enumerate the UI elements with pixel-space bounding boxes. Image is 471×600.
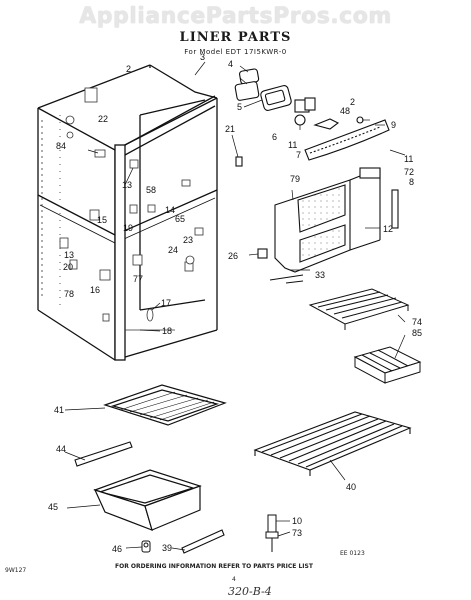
callout-2a: 2 <box>126 64 131 74</box>
footer-ordering-note: FOR ORDERING INFORMATION REFER TO PARTS … <box>115 563 313 570</box>
glass-shelf <box>103 384 227 426</box>
callout-4: 4 <box>228 59 233 69</box>
callout-85: 85 <box>412 328 422 338</box>
callout-19: 19 <box>123 223 133 233</box>
callout-leader-lines <box>64 61 406 551</box>
footer-left-code: 9W127 <box>5 567 27 574</box>
callout-45: 45 <box>48 502 58 512</box>
callout-44: 44 <box>56 444 66 454</box>
callout-16: 16 <box>90 285 100 295</box>
callout-20: 20 <box>63 262 73 272</box>
callout-9: 9 <box>391 120 396 130</box>
callout-73: 73 <box>292 528 302 538</box>
callout-72: 72 <box>404 167 414 177</box>
light-housing-assembly <box>234 68 390 167</box>
callout-2b: 2 <box>350 97 355 107</box>
diagram-title: LINER PARTS <box>179 30 292 45</box>
callout-11a: 11 <box>288 140 297 150</box>
callout-12: 12 <box>383 224 393 234</box>
refrigerator-wire-shelf <box>253 411 412 476</box>
ice-cube-tray <box>353 346 422 384</box>
control-panel-cover <box>257 167 399 284</box>
callout-21: 21 <box>225 124 235 134</box>
callout-3: 3 <box>200 52 205 62</box>
callout-10: 10 <box>292 516 302 526</box>
liner-wall-details <box>41 87 204 331</box>
callout-13b: 13 <box>64 250 74 260</box>
small-bracket-part <box>141 540 151 553</box>
bottom-slide-rail <box>181 529 225 554</box>
damper-control-part <box>265 514 279 552</box>
callout-77: 77 <box>133 274 143 284</box>
footer-page-mark: 4 <box>232 576 236 583</box>
model-subtitle: For Model EDT 17I5KWR-0 <box>184 48 287 56</box>
callout-11b: 11 <box>404 154 413 164</box>
callout-33: 33 <box>315 270 325 280</box>
callout-41: 41 <box>54 405 64 415</box>
callout-26: 26 <box>228 251 238 261</box>
callout-78: 78 <box>64 289 74 299</box>
callout-84: 84 <box>56 141 66 151</box>
refrigerator-liner <box>37 64 218 361</box>
callout-5: 5 <box>237 102 242 112</box>
callout-79: 79 <box>290 174 300 184</box>
freezer-wire-shelf <box>308 288 410 330</box>
callout-7: 7 <box>296 150 301 160</box>
callout-58: 58 <box>146 185 156 195</box>
callout-8: 8 <box>409 177 414 187</box>
callout-48: 48 <box>340 106 350 116</box>
callout-15: 15 <box>97 215 107 225</box>
handwritten-note: 320-B-4 <box>228 585 272 598</box>
callout-numbers: 3 4 2 5 6 48 2 22 21 9 11 7 84 13 11 72 … <box>48 52 422 554</box>
callout-6: 6 <box>272 132 277 142</box>
crisper-drawer <box>93 469 202 531</box>
callout-13a: 13 <box>122 180 132 190</box>
crisper-slide-rail <box>74 441 133 467</box>
callout-40: 40 <box>346 482 356 492</box>
footer-right-code: EE 0123 <box>340 550 365 557</box>
callout-39: 39 <box>162 543 172 553</box>
callout-24: 24 <box>168 245 178 255</box>
callout-65: 65 <box>175 214 185 224</box>
callout-74: 74 <box>412 317 422 327</box>
callout-17: 17 <box>161 298 171 308</box>
callout-14: 14 <box>165 205 175 215</box>
callout-23: 23 <box>183 235 193 245</box>
callout-18: 18 <box>162 326 172 336</box>
callout-22: 22 <box>98 114 108 124</box>
callout-46: 46 <box>112 544 122 554</box>
